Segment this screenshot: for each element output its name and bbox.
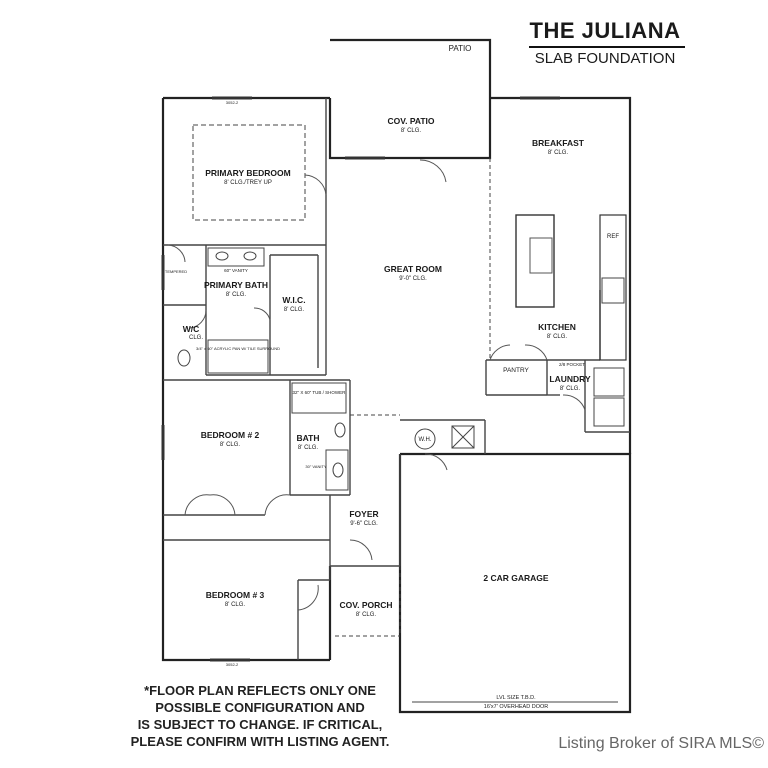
label-tub-shower: 32" X 60" TUB / SHOWER xyxy=(293,390,347,395)
windows xyxy=(161,96,560,662)
label-kitchen-clg: 8' CLG. xyxy=(547,334,567,340)
label-tempered: TEMPERED xyxy=(165,269,187,274)
label-primary-bedroom: PRIMARY BEDROOM xyxy=(205,168,290,178)
label-bedroom-2: BEDROOM # 2 xyxy=(201,430,260,440)
sink-icon xyxy=(332,462,344,478)
label-wc: W/C xyxy=(183,324,200,334)
label-window: 3052-2 xyxy=(226,100,239,105)
furnace xyxy=(451,425,475,449)
note-line: POSSIBLE CONFIGURATION AND xyxy=(155,700,365,715)
label-window: 3052-2 xyxy=(226,662,239,667)
label-cov-patio: COV. PATIO xyxy=(387,116,434,126)
label-shower-pan: 3/4" x 60" ACRYLIC PAN W/ TILE SURROUND xyxy=(196,346,280,351)
label-laundry: LAUNDRY xyxy=(549,374,591,384)
disclaimer-note: *FLOOR PLAN REFLECTS ONLY ONE POSSIBLE C… xyxy=(100,682,420,750)
label-breakfast: BREAKFAST xyxy=(532,138,585,148)
label-bedroom-3: BEDROOM # 3 xyxy=(206,590,265,600)
label-cov-porch: COV. PORCH xyxy=(339,600,392,610)
label-foyer: FOYER xyxy=(349,509,378,519)
label-primary-bedroom-clg: 8' CLG./TREY UP xyxy=(224,180,272,186)
label-wic: W.I.C. xyxy=(282,295,305,305)
title-underline xyxy=(529,46,685,48)
kitchen-counter xyxy=(599,214,627,361)
label-pocket: 2/8 POCKET xyxy=(559,362,585,367)
note-line: IS SUBJECT TO CHANGE. IF CRITICAL, xyxy=(137,717,383,732)
plan-title: THE JULIANA xyxy=(529,18,681,43)
label-cov-porch-clg: 8' CLG. xyxy=(356,612,376,618)
label-wh: W.H. xyxy=(419,437,432,443)
label-primary-bath: PRIMARY BATH xyxy=(204,280,268,290)
label-wc-clg: CLG. xyxy=(189,335,203,341)
plan-subtitle: SLAB FOUNDATION xyxy=(534,50,676,67)
bathtub xyxy=(291,382,347,414)
label-bedroom-2-clg: 8' CLG. xyxy=(220,442,240,448)
kitchen-island xyxy=(515,214,555,308)
note-line: PLEASE CONFIRM WITH LISTING AGENT. xyxy=(130,734,390,749)
sink-icon xyxy=(215,251,229,261)
range xyxy=(601,277,625,304)
broker-watermark: Listing Broker of SIRA MLS© xyxy=(558,735,764,752)
label-ref: REF xyxy=(607,234,619,240)
label-laundry-clg: 8' CLG. xyxy=(560,386,580,392)
label-foyer-clg: 9'-6" CLG. xyxy=(350,521,378,527)
toilet-icon xyxy=(334,422,346,438)
label-vanity-bath: 30" VANITY xyxy=(305,464,326,469)
primary-shower xyxy=(207,339,269,374)
label-kitchen: KITCHEN xyxy=(538,322,576,332)
primary-vanity xyxy=(207,247,265,267)
label-patio: PATIO xyxy=(449,44,472,53)
label-lvl-size: LVL SIZE T.B.D. xyxy=(496,695,536,701)
label-vanity-primary: 60" VANITY xyxy=(224,268,248,273)
toilet-icon xyxy=(177,349,191,367)
label-cov-patio-clg: 8' CLG. xyxy=(401,128,421,134)
label-garage: 2 CAR GARAGE xyxy=(483,573,549,583)
label-bedroom-3-clg: 8' CLG. xyxy=(225,602,245,608)
label-pantry: PANTRY xyxy=(503,367,529,374)
label-wic-clg: 8' CLG. xyxy=(284,307,304,313)
label-overhead-door: 16'x7' OVERHEAD DOOR xyxy=(484,704,548,710)
door-swings xyxy=(167,159,586,611)
label-primary-bath-clg: 8' CLG. xyxy=(226,292,246,298)
water-heater xyxy=(414,428,436,450)
note-line: *FLOOR PLAN REFLECTS ONLY ONE xyxy=(144,683,376,698)
dryer xyxy=(593,397,625,427)
label-bath-clg: 8' CLG. xyxy=(298,445,318,451)
label-breakfast-clg: 8' CLG. xyxy=(548,150,568,156)
label-bath: BATH xyxy=(297,433,320,443)
kitchen-sink xyxy=(529,237,553,274)
bath-vanity xyxy=(325,449,349,491)
label-great-room-clg: 9'-0" CLG. xyxy=(399,276,427,282)
washer xyxy=(593,367,625,397)
label-great-room: GREAT ROOM xyxy=(384,264,442,274)
sink-icon xyxy=(243,251,257,261)
